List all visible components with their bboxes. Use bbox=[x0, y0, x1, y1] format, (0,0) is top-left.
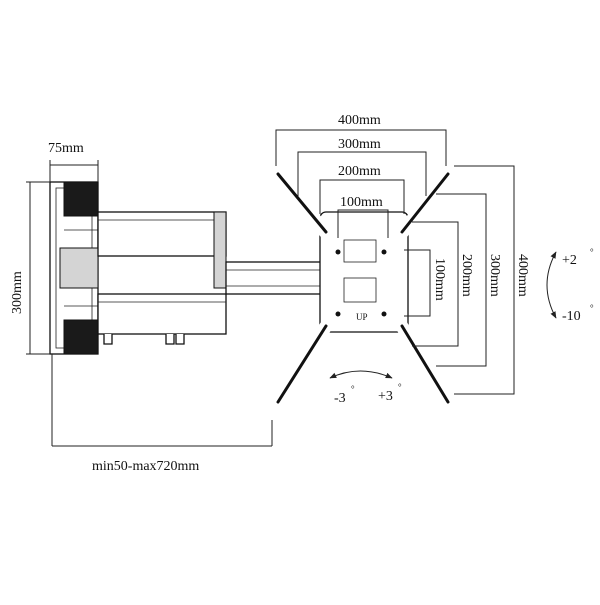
rotation-right-degree: ° bbox=[398, 382, 402, 392]
vesa-bracket: UP bbox=[265, 159, 461, 417]
extension-label: min50-max720mm bbox=[92, 459, 199, 474]
tilt-down-degree: ° bbox=[590, 303, 594, 313]
vesa-h-300: 300mm bbox=[338, 137, 381, 152]
rotation-arrow-icon bbox=[329, 370, 393, 379]
vesa-v-200: 200mm bbox=[459, 254, 474, 297]
plate-width-label: 75mm bbox=[48, 141, 84, 156]
vesa-horizontal-dimensions: 400mm 300mm 200mm 100mm bbox=[275, 113, 447, 238]
vesa-h-400: 400mm bbox=[338, 113, 381, 128]
tilt-up-value: +2 bbox=[562, 253, 577, 268]
rotation-indicator: -3 ° +3 ° bbox=[329, 370, 402, 406]
vesa-vertical-dimensions: 100mm 200mm 300mm 400mm bbox=[404, 165, 530, 395]
extension-dimension: min50-max720mm bbox=[51, 354, 273, 474]
vesa-v-400: 400mm bbox=[515, 254, 530, 297]
vesa-h-100: 100mm bbox=[340, 195, 383, 210]
vesa-v-300: 300mm bbox=[487, 254, 502, 297]
up-marking: UP bbox=[356, 312, 368, 322]
rotation-left-degree: ° bbox=[351, 384, 355, 394]
wall-plate-dimensions: 75mm 300mm bbox=[10, 141, 99, 355]
plate-height-label: 300mm bbox=[10, 271, 25, 314]
wall-plate bbox=[49, 181, 99, 355]
tilt-up-degree: ° bbox=[590, 247, 594, 257]
tilt-arrow-icon bbox=[546, 251, 557, 319]
rotation-right-value: +3 bbox=[378, 389, 393, 404]
tilt-down-value: -10 bbox=[562, 309, 581, 324]
vesa-h-200: 200mm bbox=[338, 164, 381, 179]
tilt-indicator: +2 ° -10 ° bbox=[546, 247, 594, 324]
vesa-v-100: 100mm bbox=[432, 258, 447, 301]
rotation-left-value: -3 bbox=[334, 391, 346, 406]
articulating-arm bbox=[97, 211, 327, 345]
